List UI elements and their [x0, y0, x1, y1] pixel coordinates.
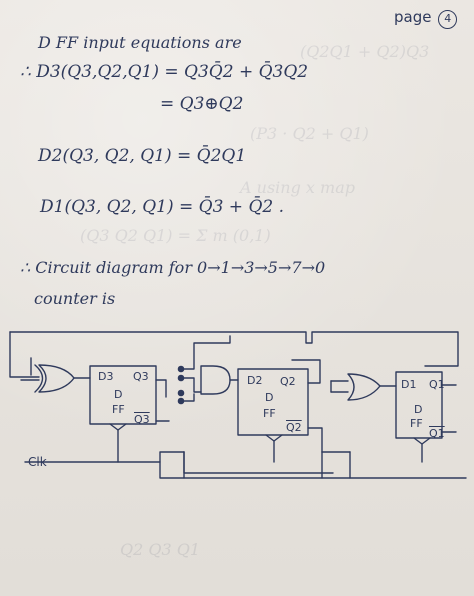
page-number: page 4	[394, 8, 458, 29]
clock-bus-wire	[24, 461, 467, 479]
ff1-qbar-label: Q1	[429, 427, 445, 440]
clock-return-wire	[183, 451, 334, 474]
xor-feedback-wire	[9, 331, 40, 378]
clock-label: Clk	[28, 455, 47, 469]
clock-branch-wire	[159, 451, 185, 463]
bleed-through-line: (P3 · Q2 + Q1)	[250, 124, 369, 143]
ff2-box	[237, 368, 309, 436]
junction-dot	[177, 389, 185, 397]
page-number-circle: 4	[438, 10, 458, 29]
dff-input-equations-heading: D FF input equations are	[38, 33, 242, 52]
d3-simplified-equation: = Q3⊕Q2	[160, 94, 244, 114]
top-feedback-wire	[9, 331, 459, 367]
ff3-q-output-wire	[155, 379, 167, 398]
d1-equation: D1(Q3, Q2, Q1) = Q̄3 + Q̄2 .	[40, 197, 285, 217]
bleed-through-line: A using x map	[240, 178, 355, 197]
d3-equation: ∴ D3(Q3,Q2,Q1) = Q3Q̄2 + Q̄3Q2	[20, 62, 309, 82]
bleed-through-line: Q2 Q3 Q1	[120, 540, 201, 559]
ff2-qbar-label: Q2	[286, 421, 302, 434]
bleed-through-line: (Q3 Q2 Q1) = Σ m (0,1)	[80, 226, 271, 245]
counter-label: counter is	[34, 289, 116, 308]
ff3-q-label: Q3	[133, 370, 149, 383]
xor-gate	[38, 364, 75, 393]
ff3-d-name: D	[114, 388, 123, 401]
bleed-through-line: (Q2Q1 + Q2)Q3	[300, 42, 430, 61]
or-gate	[347, 373, 381, 401]
and-input-wire	[180, 393, 195, 402]
ff1-clock-marker	[413, 437, 431, 445]
ff3-type: FF	[112, 403, 125, 416]
ff2-type: FF	[263, 407, 276, 420]
page-label: page	[394, 8, 432, 26]
ff2-q-feedback-wire	[291, 359, 321, 384]
ff2-qbar-output-wire	[307, 427, 323, 453]
ff1-box	[395, 371, 443, 439]
ff3-qbar-label: Q3	[134, 413, 150, 426]
ff2-d-label: D2	[247, 374, 263, 387]
ff2-q-label: Q2	[280, 375, 296, 388]
ff1-q-label: Q1	[429, 378, 445, 391]
ff3-d-label: D3	[98, 370, 114, 383]
ff1-d-name: D	[414, 403, 423, 416]
ff2-d-name: D	[265, 391, 274, 404]
ff1-d-label: D1	[401, 378, 417, 391]
d2-equation: D2(Q3, Q2, Q1) = Q̄2Q1	[38, 146, 247, 166]
ff2-clock-marker	[265, 434, 283, 442]
ff3-box	[89, 365, 157, 425]
and-input-wire	[180, 377, 202, 393]
xor-gate-back-curve	[34, 364, 44, 393]
upper-routing-wire	[180, 335, 231, 370]
ff3-clock-marker	[109, 423, 127, 431]
circuit-diagram-heading: ∴ Circuit diagram for 0→1→3→5→7→0	[20, 258, 326, 277]
ff1-type: FF	[410, 417, 423, 430]
and-gate	[200, 365, 231, 395]
